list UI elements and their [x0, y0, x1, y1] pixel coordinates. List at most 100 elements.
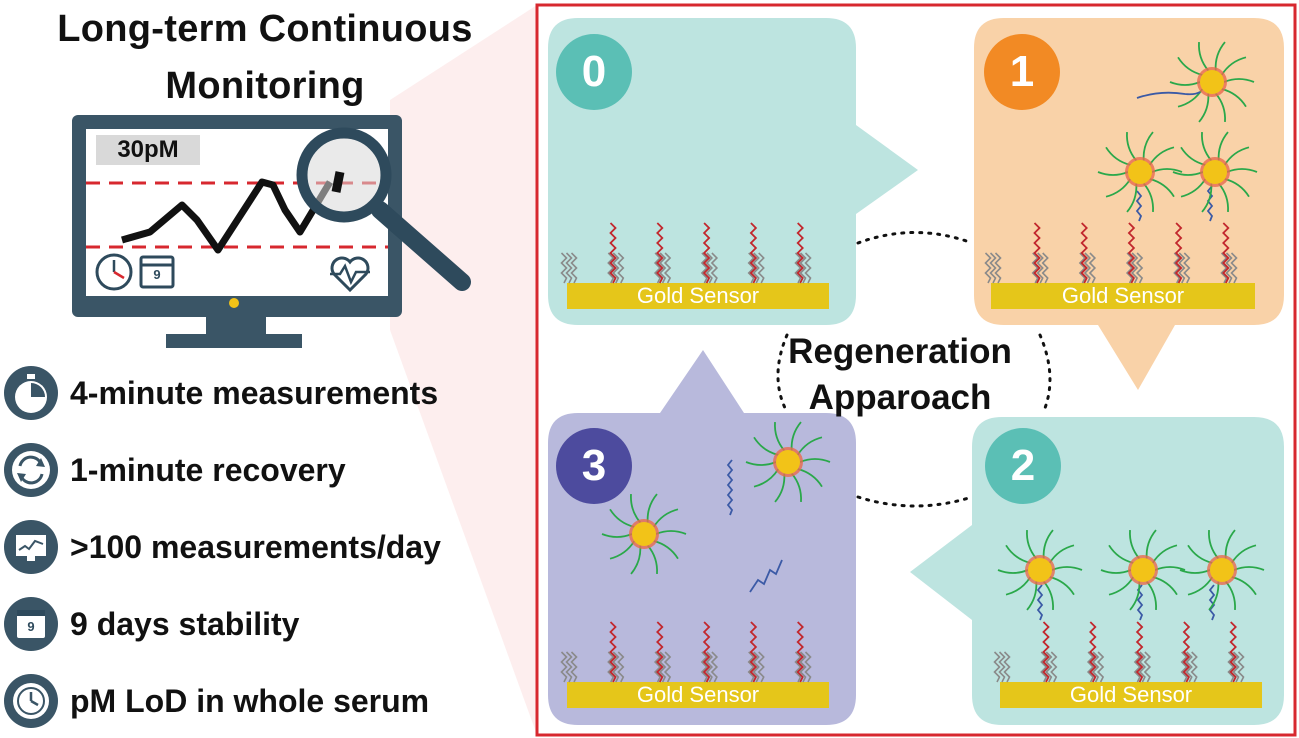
blocker-molecules	[560, 252, 578, 284]
sensor-surface	[993, 584, 1245, 683]
clock-icon	[4, 674, 58, 728]
blocker-molecules	[993, 651, 1011, 683]
magnifier-icon	[296, 127, 471, 291]
zoom-projection	[390, 5, 537, 735]
nanoparticles	[601, 41, 1265, 611]
monitor-calendar-day: 9	[153, 267, 161, 282]
blocker-molecules	[560, 651, 578, 683]
clock-icon	[95, 253, 133, 291]
gold-nanoparticle	[1169, 41, 1255, 123]
title-line-1: Long-term Continuous	[57, 8, 473, 50]
probe-strand	[1033, 222, 1041, 284]
blocker-molecules	[1125, 252, 1144, 284]
blocker-molecules	[1180, 651, 1198, 683]
monitor-value-badge: 30pM	[96, 135, 200, 165]
free-strand	[1136, 91, 1201, 99]
gold-sensor-label-3: Gold Sensor	[636, 682, 760, 707]
feature-label-recovery: 1-minute recovery	[70, 452, 346, 488]
probe-strand	[749, 621, 758, 683]
probe-strand	[1089, 621, 1097, 683]
gold-nanoparticle	[1100, 529, 1186, 611]
blocker-molecules	[984, 252, 1002, 284]
probe-strand	[1182, 621, 1191, 683]
gold-sensor	[567, 283, 829, 309]
blocker-molecules	[1086, 651, 1105, 683]
feature-calendar-day: 9	[27, 619, 35, 634]
panel-2-number: 2	[985, 428, 1061, 504]
blocker-molecules	[794, 252, 812, 284]
panel-0-number: 0	[556, 34, 632, 110]
target-strand	[1135, 190, 1143, 222]
target-strand	[1036, 584, 1044, 621]
probe-strand	[1174, 222, 1183, 284]
gold-sensor	[991, 283, 1255, 309]
probe-strand	[609, 222, 617, 284]
probe-strand	[702, 621, 711, 683]
feature-label-measurements: 4-minute measurements	[70, 375, 439, 411]
gold-nanoparticle	[1097, 131, 1183, 213]
probe-strand	[1080, 222, 1088, 284]
probe-strand	[1042, 621, 1050, 683]
center-label-line-2: Apparoach	[808, 378, 992, 417]
cycle-connectors	[776, 231, 1052, 508]
blocker-molecules	[1031, 252, 1049, 284]
blocker-molecules	[700, 252, 719, 284]
probe-strand	[1229, 621, 1237, 683]
gold-sensor-label-1: Gold Sensor	[1061, 283, 1185, 308]
blocker-molecules	[1078, 252, 1097, 284]
feature-label-stability: 9 days stability	[70, 606, 300, 642]
free-strand	[726, 459, 734, 516]
blocker-molecules	[607, 651, 625, 683]
gold-sensor	[567, 682, 829, 708]
stopwatch-icon	[4, 366, 58, 420]
calendar-icon	[4, 597, 58, 651]
gold-nanoparticle	[1172, 131, 1258, 213]
blocker-molecules	[607, 252, 625, 284]
monitor-chart-icon	[4, 520, 58, 574]
gold-nanoparticle	[997, 529, 1083, 611]
blocker-molecules	[1040, 651, 1058, 683]
blocker-molecules	[1133, 651, 1152, 683]
blocker-molecules	[653, 252, 672, 284]
target-strand	[1208, 584, 1216, 621]
center-label-line-1: Regeneration	[788, 332, 1012, 371]
heart-rate-icon	[330, 256, 370, 293]
refresh-icon	[4, 443, 58, 497]
monitor-signal-line	[121, 178, 334, 254]
probe-strand	[749, 222, 758, 284]
sensor-surface	[560, 621, 812, 683]
gold-sensor-label-2: Gold Sensor	[1069, 682, 1193, 707]
blocker-molecules	[1220, 252, 1238, 284]
panel-1-number: 1	[984, 34, 1060, 110]
gold-nanoparticle	[745, 421, 831, 503]
blocker-molecules	[794, 651, 812, 683]
probe-strand	[1222, 222, 1230, 284]
feature-label-per-day: >100 measurements/day	[70, 529, 441, 565]
probe-strand	[609, 621, 617, 683]
feature-label-lod: pM LoD in whole serum	[70, 683, 430, 719]
gold-nanoparticle	[601, 493, 687, 575]
probe-strand	[702, 222, 711, 284]
blocker-molecules	[700, 651, 719, 683]
blocker-molecules	[747, 651, 765, 683]
blocker-molecules	[1173, 252, 1191, 284]
gold-sensor-label-0: Gold Sensor	[636, 283, 760, 308]
probe-strand	[1127, 222, 1136, 284]
target-strand	[1206, 185, 1214, 222]
probe-strand	[796, 621, 804, 683]
probe-strand	[656, 621, 664, 683]
blocker-molecules	[653, 651, 672, 683]
regeneration-frame	[535, 3, 1297, 737]
calendar-icon	[139, 255, 175, 289]
sensor-surface	[984, 185, 1238, 284]
probe-strand	[1135, 621, 1144, 683]
gold-nanoparticle	[1179, 529, 1265, 611]
probe-strand	[656, 222, 664, 284]
title-line-2: Monitoring	[165, 65, 365, 107]
blocker-molecules	[1227, 651, 1245, 683]
panel-0	[548, 18, 918, 325]
probe-strand	[796, 222, 804, 284]
gold-sensor	[1000, 682, 1262, 708]
sensor-surface	[560, 222, 812, 284]
